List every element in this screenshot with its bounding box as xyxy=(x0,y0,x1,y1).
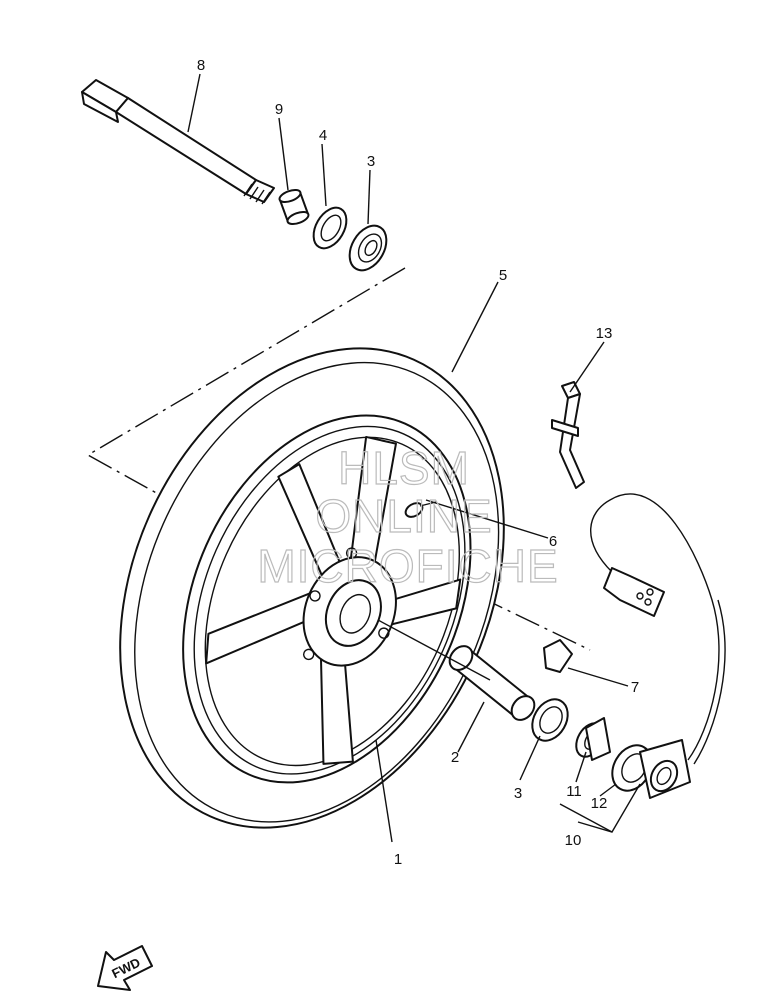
callout-3-top: 3 xyxy=(367,153,375,170)
callout-11: 11 xyxy=(566,783,582,800)
watermark-line-3: MICROFICHE xyxy=(257,540,558,592)
collar-part xyxy=(278,188,310,226)
callout-10: 10 xyxy=(565,832,582,849)
callout-4: 4 xyxy=(319,127,327,144)
gear-unit-parts xyxy=(575,717,691,799)
watermark-line-2: ONLINE xyxy=(315,490,492,542)
watermark: HLSM ONLINE MICROFICHE xyxy=(257,441,559,592)
sensor-cable xyxy=(590,493,726,765)
callout-13: 13 xyxy=(596,325,613,342)
oil-seal-part xyxy=(312,206,348,250)
callout-3-lower: 3 xyxy=(514,785,522,802)
fwd-arrow: FWD xyxy=(97,945,153,991)
callout-12: 12 xyxy=(591,795,608,812)
callout-5: 5 xyxy=(499,267,507,284)
cable-tie-part xyxy=(551,381,585,489)
clip-part xyxy=(543,639,573,673)
axle-part xyxy=(81,79,275,205)
callout-8: 8 xyxy=(197,57,205,74)
callout-1: 1 xyxy=(394,851,402,868)
callout-2: 2 xyxy=(451,749,459,766)
callout-6: 6 xyxy=(549,533,557,550)
callout-9: 9 xyxy=(275,101,283,118)
callout-labels: 8 9 4 3 5 13 6 7 2 3 11 12 10 1 xyxy=(197,57,639,868)
spacer-part xyxy=(448,645,536,721)
wheel-assembly xyxy=(119,347,505,829)
callout-7: 7 xyxy=(631,679,639,696)
bearing-top-part xyxy=(348,224,388,272)
watermark-line-1: HLSM xyxy=(338,442,470,494)
leader-lines xyxy=(187,73,641,843)
